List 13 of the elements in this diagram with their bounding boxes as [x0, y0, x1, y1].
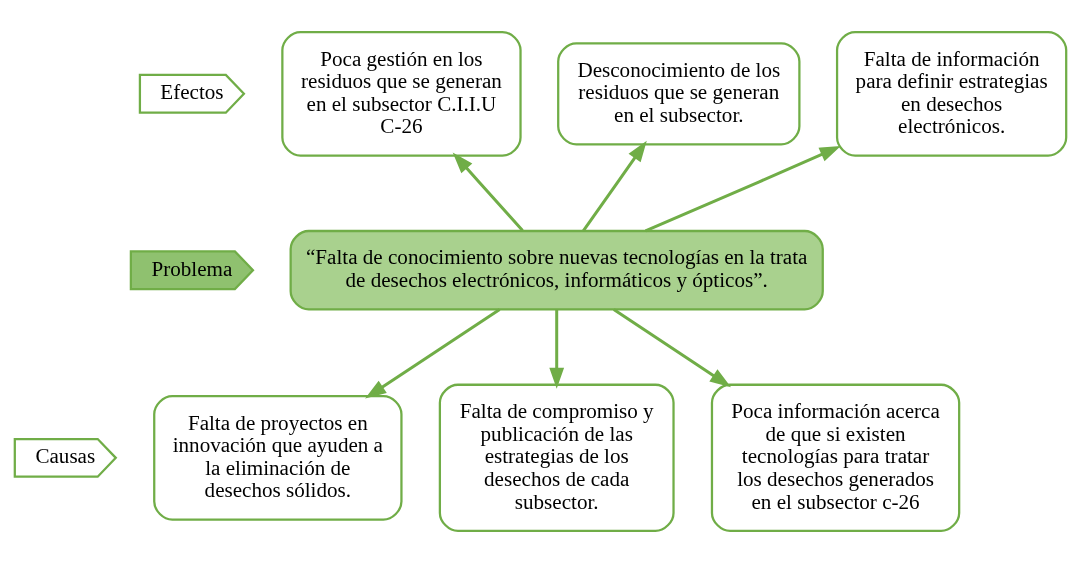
arrow [612, 308, 732, 388]
arrow [644, 145, 841, 233]
node-box: “Falta de conocimiento sobre nuevas tecnologías en la trata de desechos electrónicos, informáticos y ópticos”. [289, 229, 824, 311]
arrow [582, 140, 647, 232]
node-box: Poca gestión en los residuos que se generan en el subsector C.I.I.U C-26 [281, 30, 522, 157]
node-box: Desconocimiento de los residuos que se generan en el subsector. [557, 42, 801, 146]
node-box: Falta de compromiso y publicación de las estrategias de los desechos de cada subsector. [438, 383, 675, 533]
arrow [452, 152, 524, 232]
node-box: Poca información acerca de que si existen tecnologías para tratar los desechos generados en el subsector c-26 [710, 383, 961, 533]
node-box: Falta de proyectos en innovación que ayuden a la eliminación de desechos sólidos. [153, 394, 403, 521]
node-box: Falta de información para definir estrategias en desechos electrónicos. [835, 30, 1068, 157]
arrow [549, 309, 565, 389]
arrow [365, 308, 501, 399]
